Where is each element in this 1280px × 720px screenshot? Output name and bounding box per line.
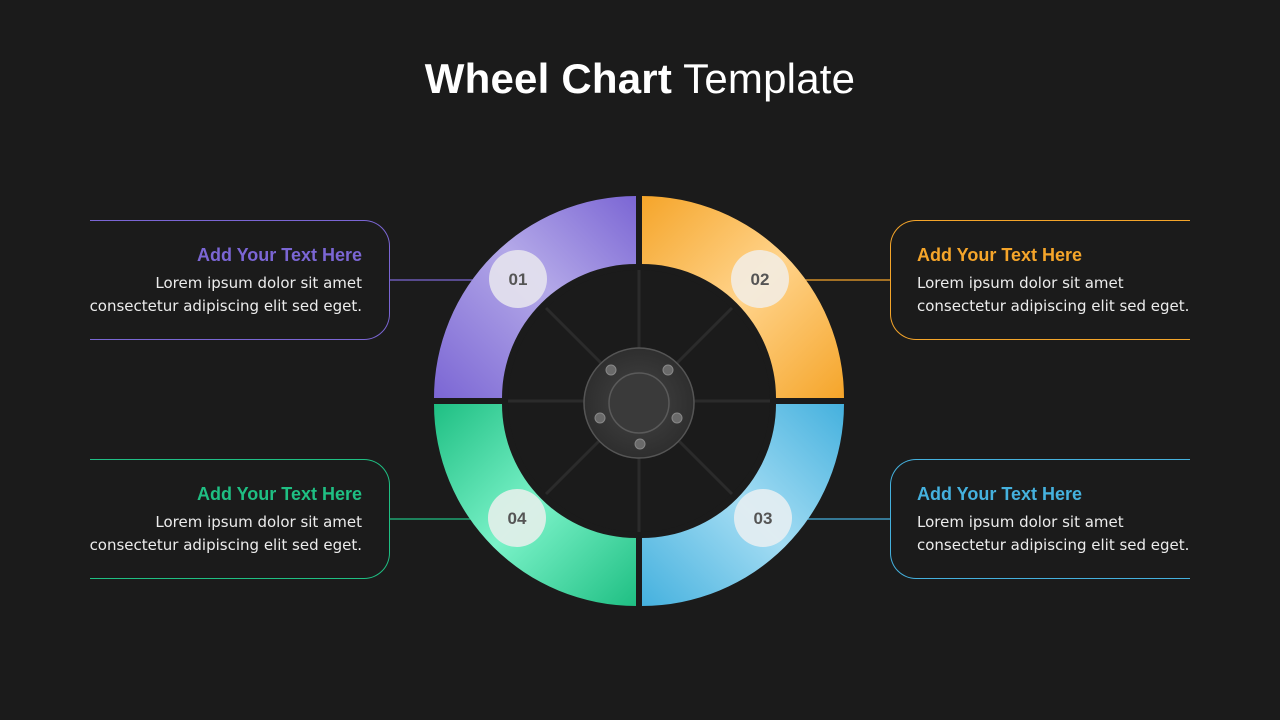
card-body-04-line2: consectetur adipiscing elit sed eget. bbox=[50, 534, 362, 557]
card-body-03-line2: consectetur adipiscing elit sed eget. bbox=[917, 534, 1190, 557]
card-body-04-line1: Lorem ipsum dolor sit amet bbox=[50, 511, 362, 534]
card-body-01-line2: consectetur adipiscing elit sed eget. bbox=[50, 295, 362, 318]
card-body-01-line1: Lorem ipsum dolor sit amet bbox=[50, 272, 362, 295]
card-body-01: Lorem ipsum dolor sit amet consectetur a… bbox=[50, 272, 362, 318]
card-body-04: Lorem ipsum dolor sit amet consectetur a… bbox=[50, 511, 362, 557]
text-card-02: Add Your Text Here Lorem ipsum dolor sit… bbox=[890, 220, 1190, 340]
card-body-03: Lorem ipsum dolor sit amet consectetur a… bbox=[917, 511, 1190, 557]
badge-number-03: 03 bbox=[754, 509, 773, 528]
text-card-04: Add Your Text Here Lorem ipsum dolor sit… bbox=[90, 459, 390, 579]
card-body-03-line1: Lorem ipsum dolor sit amet bbox=[917, 511, 1190, 534]
card-body-02-line1: Lorem ipsum dolor sit amet bbox=[917, 272, 1190, 295]
card-body-02: Lorem ipsum dolor sit amet consectetur a… bbox=[917, 272, 1190, 318]
badge-02: 02 bbox=[731, 250, 789, 308]
badge-number-04: 04 bbox=[508, 509, 527, 528]
badge-number-01: 01 bbox=[509, 270, 528, 289]
card-heading-02: Add Your Text Here bbox=[917, 245, 1190, 266]
text-card-03: Add Your Text Here Lorem ipsum dolor sit… bbox=[890, 459, 1190, 579]
text-card-01: Add Your Text Here Lorem ipsum dolor sit… bbox=[90, 220, 390, 340]
card-body-02-line2: consectetur adipiscing elit sed eget. bbox=[917, 295, 1190, 318]
card-heading-01: Add Your Text Here bbox=[90, 245, 362, 266]
badge-04: 04 bbox=[488, 489, 546, 547]
badge-number-02: 02 bbox=[751, 270, 770, 289]
badge-01: 01 bbox=[489, 250, 547, 308]
card-heading-03: Add Your Text Here bbox=[917, 484, 1190, 505]
card-heading-04: Add Your Text Here bbox=[90, 484, 362, 505]
badge-03: 03 bbox=[734, 489, 792, 547]
wheel-hub-cap bbox=[609, 373, 669, 433]
